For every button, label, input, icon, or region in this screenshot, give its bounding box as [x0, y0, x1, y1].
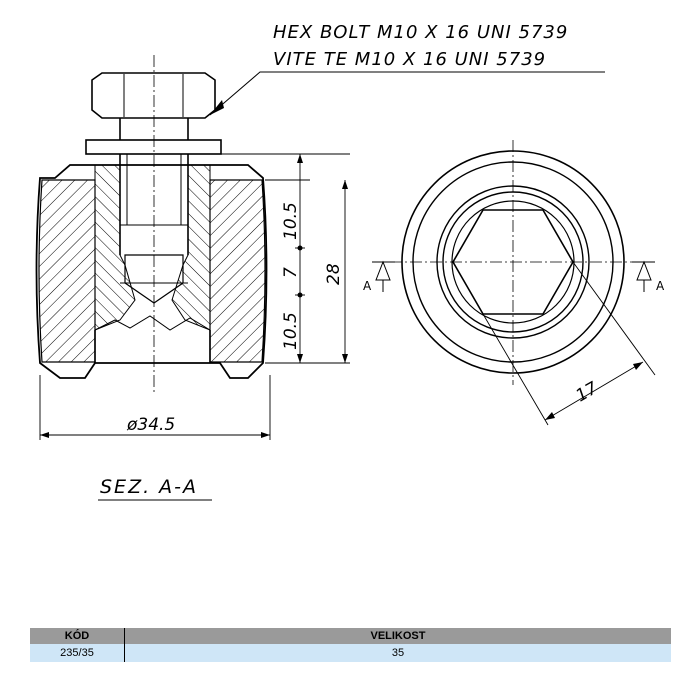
- section-arrow-right: [632, 260, 655, 292]
- dim-lower: 10.5: [281, 312, 301, 350]
- bolt-label-en: HEX BOLT M10 X 16 UNI 5739: [273, 22, 568, 43]
- hatch-left: [38, 179, 96, 363]
- section-arrow-left: [372, 260, 395, 292]
- hatch-inner-right: [171, 164, 211, 331]
- table-row: 235/35 35: [30, 644, 671, 662]
- section-label: SEZ. A-A: [100, 476, 198, 498]
- vertical-dimensions: [215, 153, 350, 364]
- washer: [85, 139, 222, 155]
- section-view: [35, 72, 268, 379]
- dim-middle: 7: [281, 267, 301, 278]
- cell-code: 235/35: [30, 644, 125, 662]
- table-header-row: KÓD VELIKOST: [30, 628, 671, 644]
- cell-size: 35: [124, 644, 671, 662]
- bolt-head: [91, 72, 216, 119]
- diameter-dimension: [39, 375, 271, 440]
- bolt-label-it: VITE TE M10 X 16 UNI 5739: [273, 49, 546, 70]
- technical-drawing: HEX BOLT M10 X 16 UNI 5739 VITE TE M10 X…: [35, 22, 665, 501]
- hex-dimension: [482, 261, 656, 426]
- dim-upper: 10.5: [281, 202, 301, 240]
- spec-table: KÓD VELIKOST 235/35 35: [30, 628, 671, 662]
- nut-body: [35, 164, 268, 379]
- section-mark-left: A: [363, 279, 372, 293]
- section-mark-right: A: [656, 279, 665, 293]
- header-code: KÓD: [30, 628, 125, 644]
- hatch-inner-left: [94, 164, 136, 331]
- hatch-right: [209, 179, 266, 363]
- dim-diameter: ø34.5: [126, 415, 175, 435]
- header-size: VELIKOST: [124, 628, 671, 644]
- dim-hex: 17: [573, 378, 602, 406]
- dim-total-height: 28: [324, 263, 344, 285]
